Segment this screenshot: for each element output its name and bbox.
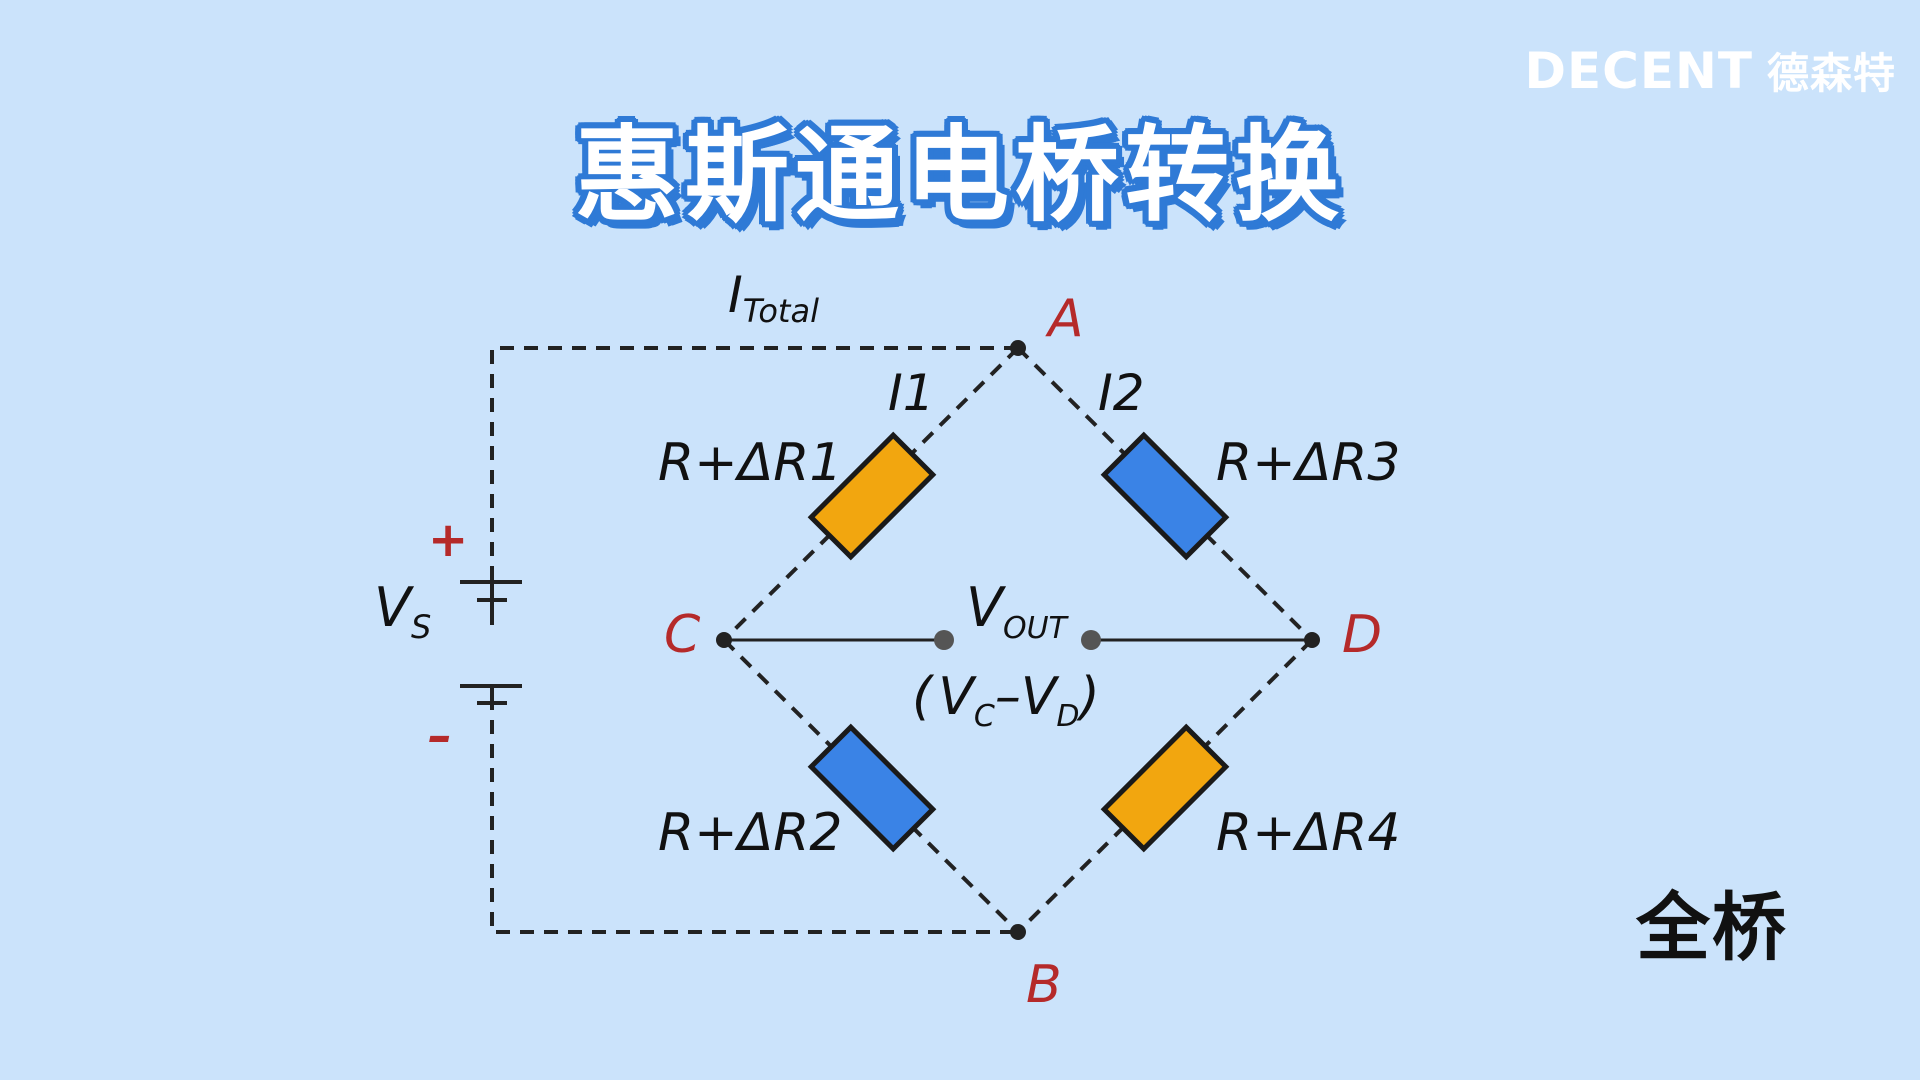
supply-voltage-sub: S [411, 608, 431, 646]
formula-close-paren: ) [1076, 667, 1100, 727]
page-title: 惠斯通电桥转换 [574, 114, 1345, 236]
brand-logo-cjk: 德森特 [1766, 49, 1896, 98]
supply-voltage-main: V [374, 576, 415, 639]
formula-vc-main: V [938, 667, 977, 727]
output-terminals [934, 630, 1101, 650]
edge-a-c [722, 346, 1020, 642]
output-voltage-sub: OUT [1003, 611, 1070, 646]
node-b-label: B [1026, 955, 1062, 1015]
formula-vd-main: V [1021, 667, 1060, 727]
resistor-r2 [807, 723, 937, 853]
output-voltage-main: V [966, 576, 1007, 639]
supply-plus-label: + [428, 512, 468, 568]
edge-d-b [1016, 638, 1314, 934]
supply-wires [490, 346, 1018, 934]
node-c-label: C [664, 605, 701, 665]
formula-dash: – [995, 667, 1021, 727]
wire-top [490, 346, 1018, 582]
current-i1-label: I1 [888, 364, 935, 422]
total-current-main: I [728, 266, 743, 324]
formula-vc-sub: C [974, 699, 995, 734]
resistor-r2-label: R+ΔR2 [658, 803, 843, 863]
resistor-r3-label: R+ΔR3 [1216, 433, 1401, 493]
resistor-r1 [807, 431, 937, 561]
resistor-r1-label: R+ΔR1 [658, 433, 843, 493]
node-d-label: D [1342, 605, 1382, 665]
edge-a-d [1016, 346, 1314, 642]
resistor-r4 [1100, 723, 1230, 853]
edge-c-b [722, 638, 1020, 934]
wire-bottom [490, 696, 1018, 934]
resistor-r3 [1100, 431, 1230, 561]
current-i2-label: I2 [1098, 364, 1145, 422]
output-formula-label: (VC–VD) [912, 667, 1100, 734]
node-a-label: A [1045, 289, 1084, 349]
node-b-dot [1010, 924, 1026, 940]
bridge-edges [722, 346, 1314, 934]
total-current-label: ITotal [728, 266, 819, 330]
junction-dots [716, 340, 1320, 940]
node-a-dot [1010, 340, 1026, 356]
vout-terminal-left [934, 630, 954, 650]
node-d-dot [1304, 632, 1320, 648]
brand-logo-latin: DECENT [1524, 42, 1753, 100]
node-c-dot [716, 632, 732, 648]
bridge-type-label: 全桥 [1636, 885, 1788, 971]
total-current-sub: Total [743, 292, 819, 330]
formula-open-paren: ( [912, 667, 935, 727]
supply-voltage-label: VS [374, 576, 431, 646]
supply-minus-label: – [428, 708, 452, 764]
battery-icon [460, 580, 522, 705]
vout-terminal-right [1081, 630, 1101, 650]
output-voltage-label: VOUT [966, 576, 1070, 646]
resistor-r4-label: R+ΔR4 [1216, 803, 1401, 863]
brand-logo: DECENT 德森特 [1525, 40, 1896, 101]
formula-vd-sub: D [1056, 699, 1079, 734]
